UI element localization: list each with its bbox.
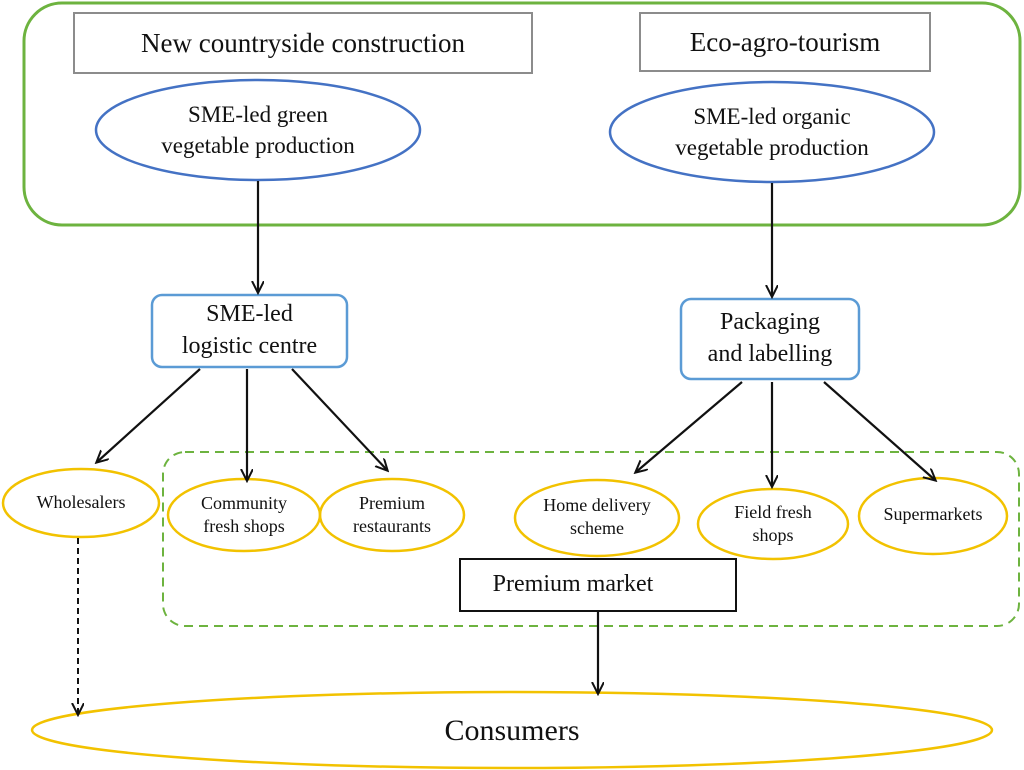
arrow-logistic-to-wholesalers (97, 368, 201, 462)
countryside-construction-label: New countryside construction (141, 27, 465, 58)
home-delivery-line-1: Home delivery (543, 494, 651, 515)
logistic-centre-box (150, 293, 349, 369)
arrow-packaging-to-supermarkets (823, 381, 935, 480)
supermarkets-label: Supermarkets (883, 504, 983, 525)
green-production-label: SME-led green vegetable production (108, 86, 408, 174)
field-fresh-line-1: Field fresh (734, 501, 812, 522)
wholesalers-ellipse (1, 467, 161, 539)
organic-vegetable-production-ellipse (608, 80, 936, 184)
home-delivery-scheme-ellipse (513, 478, 681, 558)
organic-production-label: SME-led organic vegetable production (622, 88, 922, 176)
eco-agro-tourism-box (639, 12, 931, 72)
community-fresh-shops-label: Community fresh shops (172, 481, 316, 549)
logistic-line-1: SME-led (206, 301, 293, 328)
arrow-logistic-to-restaurants (291, 368, 387, 470)
green-vegetable-production-ellipse (94, 78, 422, 182)
restaurants-line-1: Premium (359, 492, 425, 513)
restaurants-line-2: restaurants (353, 516, 431, 536)
organic-production-line-1: SME-led organic (693, 103, 851, 129)
logistic-centre-label: SME-led logistic centre (152, 295, 347, 367)
organic-production-line-2: vegetable production (675, 135, 869, 160)
packaging-line-1: Packaging (720, 309, 820, 336)
field-fresh-shops-ellipse (696, 487, 850, 561)
logistic-line-2: logistic centre (181, 333, 318, 359)
packaging-line-2: and labelling (707, 341, 833, 367)
field-fresh-line-2: shops (752, 525, 794, 545)
consumers-ellipse (30, 690, 994, 770)
premium-market-frame (162, 451, 1020, 627)
green-production-line-2: vegetable production (161, 133, 355, 158)
packaging-labelling-box (679, 297, 861, 381)
community-line-1: Community (200, 492, 287, 513)
premium-restaurants-ellipse (318, 477, 466, 553)
field-fresh-label: Field fresh shops (702, 490, 844, 558)
community-line-2: fresh shops (203, 516, 285, 536)
consumers-label: Consumers (444, 713, 580, 747)
arrow-packaging-to-home-delivery (636, 381, 743, 472)
production-region-frame (22, 1, 1022, 227)
home-delivery-label: Home delivery scheme (520, 482, 674, 552)
home-delivery-line-2: scheme (570, 518, 624, 538)
green-production-line-1: SME-led green (188, 101, 328, 127)
packaging-label: Packaging and labelling (681, 299, 859, 379)
countryside-construction-box (73, 12, 533, 74)
wholesalers-label: Wholesalers (36, 492, 126, 513)
premium-restaurants-label: Premium restaurants (324, 481, 460, 549)
premium-market-label: Premium market (492, 571, 654, 598)
premium-market-box (459, 558, 737, 612)
eco-agro-tourism-label: Eco-agro-tourism (689, 26, 881, 57)
